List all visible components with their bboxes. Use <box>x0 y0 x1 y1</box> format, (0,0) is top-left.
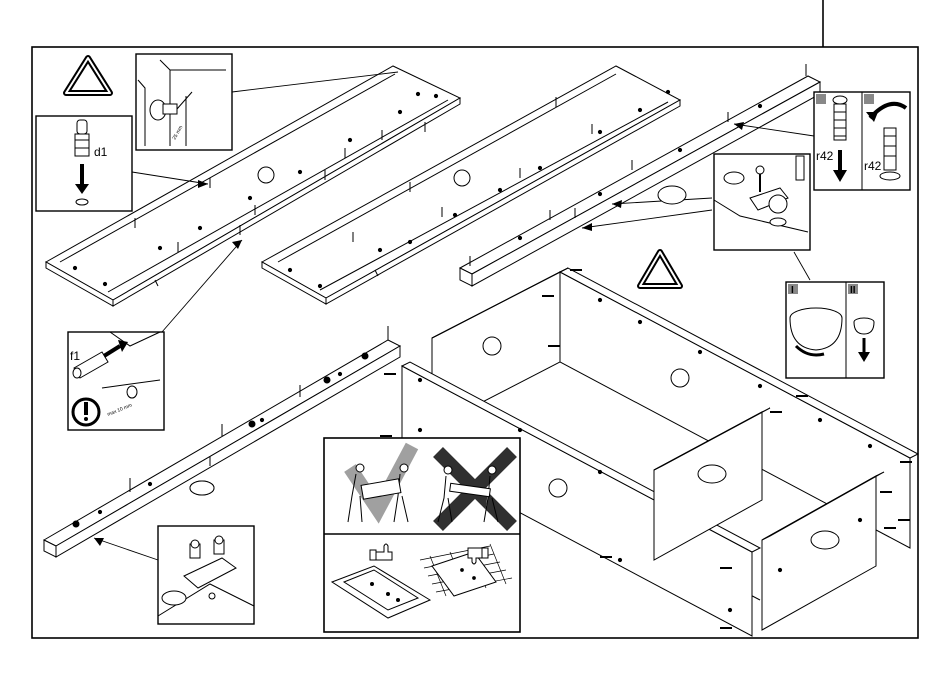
warning-triangle-icon <box>640 252 680 286</box>
detail-pin-f1: f1 max 10 mm <box>68 332 164 430</box>
detail-cam-lock <box>714 154 810 250</box>
cap-icon <box>854 318 874 334</box>
pin-label: f1 <box>70 349 80 363</box>
attention-exclamation-icon <box>73 399 99 425</box>
detail-cam-r42: r42 r42 <box>814 92 910 190</box>
cam-label-left: r42 <box>816 149 834 163</box>
detail-bracket <box>158 526 254 624</box>
cam-label-right: r42 <box>864 159 882 173</box>
detail-cap-steps: I II <box>786 282 884 378</box>
step-two-label: II <box>850 285 856 296</box>
detail-hinge-25mm: 25 mm <box>136 54 232 150</box>
dowel-icon <box>75 120 89 156</box>
carry-warning-panel <box>324 438 520 632</box>
detail-dowel-d1: d1 <box>36 116 132 211</box>
step-one-label: I <box>791 285 794 296</box>
dowel-label: d1 <box>94 145 108 159</box>
cam-screw-icon <box>833 96 847 140</box>
warning-triangle-icon <box>66 58 110 93</box>
